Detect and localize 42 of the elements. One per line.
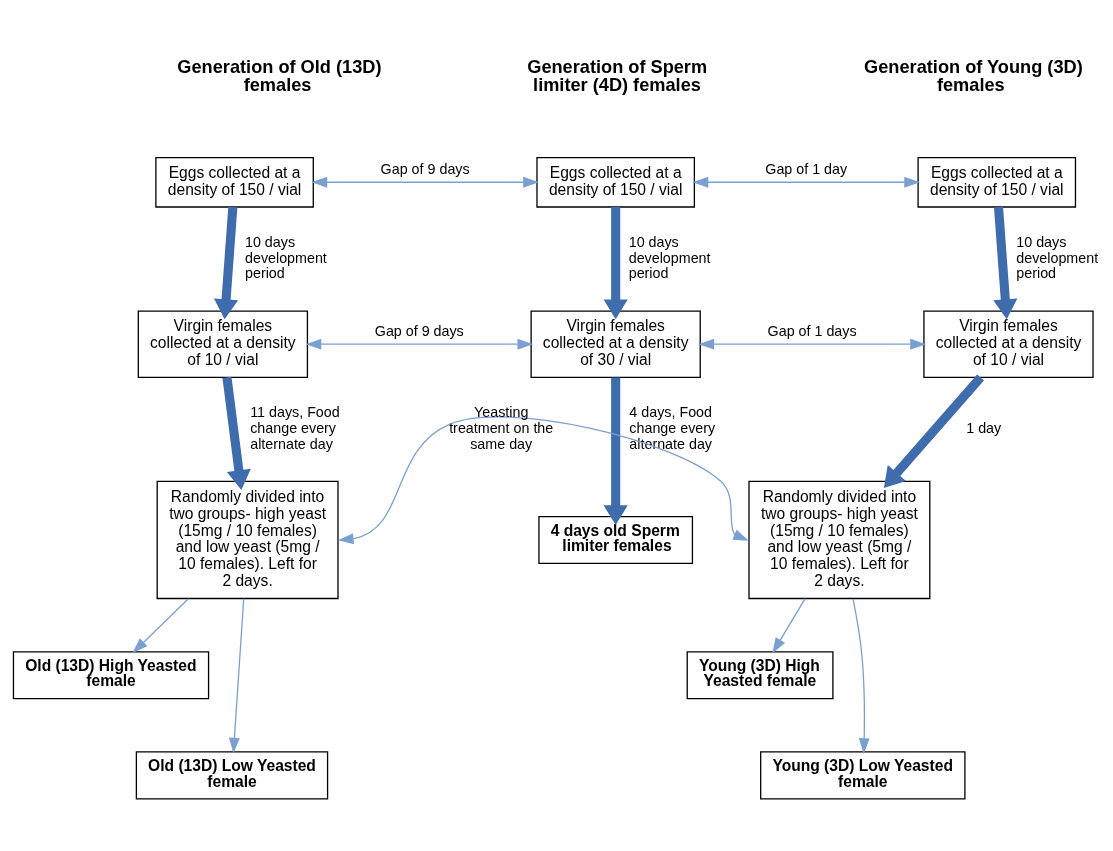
arrow (228, 598, 245, 754)
node-box: 4 days old Sperm limiter females (538, 515, 694, 564)
node-box: Eggs collected at a density of 150 / vial (536, 156, 695, 208)
node-box: Eggs collected at a density of 150 / vial (917, 156, 1077, 208)
edge-label: 10 days development period (1016, 234, 1099, 282)
label: Generation of Sperm limiter (4D) females (527, 57, 708, 96)
arrow (132, 598, 190, 654)
edge-label: 10 days development period (244, 234, 327, 282)
arrow (603, 207, 628, 320)
node-box: Old (13D) High Yeasted female (12, 651, 210, 700)
node-box: Eggs collected at a density of 150 / vial (155, 156, 314, 208)
arrow (993, 206, 1018, 320)
node-box: Young (3D) Low Yeasted female (760, 751, 966, 800)
edge-label: 11 days, Food change every alternate day (250, 404, 340, 452)
node-box: Virgin females collected at a density of 10 / vial (923, 310, 1094, 378)
arrow (311, 176, 539, 188)
arrow (698, 338, 926, 350)
arrow (222, 376, 251, 490)
node-box: Young (3D) High Yeasted female (686, 651, 834, 700)
node-box: Old (13D) Low Yeasted female (135, 751, 329, 800)
arrow (214, 206, 239, 320)
node-box: Randomly divided into two groups- high yeast (15mg / 10 females) and low yeast (5mg / 10 females). Left for 2 days. (156, 480, 339, 600)
edge-label: Gap of 9 days (374, 323, 464, 340)
edge-label: 10 days development period (628, 234, 711, 282)
arrow (305, 338, 534, 350)
edge-label: 1 day (966, 420, 1002, 437)
edge-label: 4 days, Food change every alternate day (629, 404, 716, 452)
edge-label: Gap of 9 days (380, 161, 470, 178)
label: Generation of Old (13D) females (177, 57, 382, 96)
arrow (692, 176, 920, 188)
arrow (852, 598, 870, 754)
node-box: Randomly divided into two groups- high yeast (15mg / 10 females) and low yeast (5mg / 10 females). Left for 2 days. (748, 480, 931, 600)
arrow (603, 377, 628, 526)
arrow (772, 598, 806, 654)
node-box: Virgin females collected at a density of 10 / vial (137, 310, 309, 378)
arrow (883, 374, 984, 488)
edge-label: Yeasting treatment on the same day (449, 404, 554, 452)
label: Generation of Young (3D) females (864, 57, 1083, 96)
node-box: Virgin females collected at a density of 30 / vial (530, 310, 701, 378)
edge-label: Gap of 1 days (767, 323, 857, 340)
arrow (338, 416, 749, 545)
edge-label: Gap of 1 day (765, 161, 848, 178)
